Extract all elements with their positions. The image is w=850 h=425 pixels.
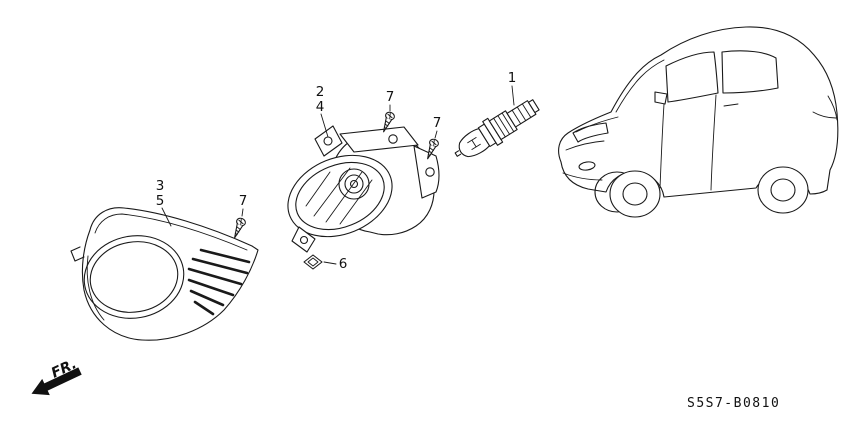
screw-side-illustration xyxy=(427,138,439,160)
leader-screw-side xyxy=(434,130,438,139)
lens-inner xyxy=(295,161,385,231)
hatch-seam-line xyxy=(812,111,837,119)
door-seam-line xyxy=(710,94,717,191)
rear-wheel-hub xyxy=(770,178,796,202)
door-handle xyxy=(723,103,739,107)
leader-screw-garnish xyxy=(241,208,244,217)
mount-flange-right xyxy=(413,145,440,199)
garnish-left-tab xyxy=(70,246,85,262)
mount-hole-right xyxy=(425,167,435,177)
fender-seam-line xyxy=(659,103,665,189)
bulb-filament xyxy=(467,136,481,150)
mount-hole-top xyxy=(388,134,398,144)
quarter-window xyxy=(721,50,779,94)
callout-bulb: 1 xyxy=(508,70,517,86)
clip-illustration xyxy=(303,254,323,270)
callout-nut-clip: 6 xyxy=(339,256,348,272)
car-illustration xyxy=(558,26,839,218)
callout-garnish-upper: 3 xyxy=(156,178,165,194)
reflector-center xyxy=(349,179,359,189)
bumper-crease-line xyxy=(562,172,603,181)
screw-head-slot xyxy=(238,218,244,226)
mount-tab-bottom xyxy=(291,226,316,253)
fr-direction-indicator: FR. xyxy=(31,356,82,396)
garnish-opening-outer xyxy=(83,235,185,319)
bulb-connector-ribs xyxy=(511,103,532,125)
front-wheel-hub xyxy=(622,182,648,206)
mount-hole-bottom xyxy=(299,235,309,245)
clip-outline xyxy=(303,254,323,270)
windshield-line xyxy=(615,59,665,113)
screw-threads xyxy=(234,226,241,236)
front-wheel xyxy=(609,170,661,218)
garnish-illustration xyxy=(70,207,259,341)
callout-screw-top: 7 xyxy=(386,89,395,105)
leader-unit xyxy=(320,113,329,138)
callout-fog-light-unit-alt: 4 xyxy=(316,99,325,115)
callout-leader-lines xyxy=(161,85,515,265)
bulb-end-cap xyxy=(527,99,540,114)
reflector-ring-inner xyxy=(344,174,364,194)
hood-crease-line xyxy=(575,116,619,133)
garnish-outline xyxy=(81,207,259,341)
diagram-code: S5S7-B0810 xyxy=(687,396,780,411)
rear-wheel xyxy=(757,166,809,214)
door-window xyxy=(665,51,719,103)
callout-labels: 1 2 4 3 5 6 7 7 7 xyxy=(156,70,517,272)
lens-shading-lines xyxy=(305,167,373,225)
leader-bulb xyxy=(511,85,515,106)
bulb-illustration xyxy=(454,99,540,158)
callout-screw-garnish: 7 xyxy=(239,193,248,209)
screw-top-illustration xyxy=(383,111,395,133)
screw-garnish-illustration xyxy=(234,217,246,239)
screw-head-slot xyxy=(387,112,393,120)
fog-light-assembly-illustration xyxy=(287,125,440,253)
leader-clip xyxy=(323,261,337,265)
fr-arrow-icon xyxy=(31,367,82,396)
garnish-edge-inner-left xyxy=(86,255,105,321)
car-fog-light-location xyxy=(578,161,596,171)
leader-garnish xyxy=(161,207,172,227)
callout-fog-light-unit: 2 xyxy=(316,84,325,100)
side-mirror xyxy=(654,91,668,105)
callout-garnish-lower: 5 xyxy=(156,193,165,209)
garnish-opening-inner xyxy=(89,241,179,313)
grille-line xyxy=(565,140,605,151)
mount-rail-top xyxy=(339,126,419,153)
taillight-line xyxy=(827,95,838,121)
screw-threads xyxy=(383,120,390,130)
bulb-body-ribs xyxy=(493,112,515,138)
clip-inner-line xyxy=(307,257,319,267)
bulb-glass xyxy=(458,128,491,158)
mount-tab-upper-left xyxy=(314,125,343,157)
screw-head-slot xyxy=(431,139,437,147)
garnish-vent-slats xyxy=(187,248,251,316)
screw-threads xyxy=(427,147,434,157)
callout-screw-side: 7 xyxy=(433,115,442,131)
bulb-tip xyxy=(454,150,462,157)
garnish-edge-inner-top xyxy=(94,213,248,251)
headlight xyxy=(572,122,609,143)
